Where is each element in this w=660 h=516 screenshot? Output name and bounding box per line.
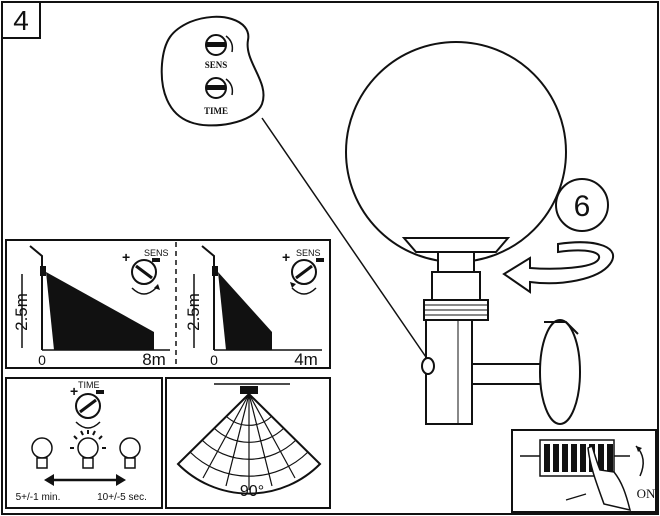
sens-dial-icon: + SENS: [122, 248, 169, 295]
time-dial-icon: [205, 77, 234, 99]
svg-text:+: +: [282, 249, 290, 265]
distance-label: 4m: [294, 350, 318, 369]
step-badge: 4: [1, 1, 41, 39]
on-label: ON: [637, 486, 656, 501]
sensor-head-icon: [240, 386, 258, 394]
range-arrow-icon: [44, 474, 126, 486]
angle-label: 90°: [240, 483, 264, 500]
bulb-icon: [31, 437, 53, 469]
callout-sens-label: SENS: [205, 60, 228, 70]
detection-zone-short: [218, 272, 272, 350]
svg-text:+: +: [122, 249, 130, 265]
motion-sensor-icon: [421, 357, 435, 375]
lamp-body: [421, 319, 473, 425]
svg-text:SENS: SENS: [296, 248, 321, 258]
callout-time-label: TIME: [204, 106, 228, 116]
detection-panel-long: 2.5m 0 8m + SENS: [12, 245, 170, 369]
step-number: 4: [13, 5, 29, 36]
detection-zone-long: [46, 272, 154, 350]
height-label: 2.5m: [184, 293, 203, 331]
lamp-globe: [345, 41, 567, 263]
next-step-badge: 6: [555, 178, 609, 232]
svg-text:SENS: SENS: [144, 248, 169, 258]
time-max-label: 10+/-5 sec.: [97, 492, 147, 503]
sens-dial-icon: + SENS: [282, 248, 324, 295]
detection-panel-short: 2.5m 0 4m + SENS: [184, 245, 324, 369]
origin-label: 0: [38, 352, 46, 368]
time-dial-label: TIME: [78, 380, 100, 390]
wall-bracket: [471, 319, 581, 425]
height-label: 2.5m: [12, 293, 31, 331]
rotate-arrow-icon: [502, 241, 615, 294]
dial-callout: SENS TIME: [160, 15, 265, 127]
lit-bulb-icon: [70, 430, 106, 469]
time-min-label: 5+/-1 min.: [16, 492, 61, 503]
svg-text:+: +: [70, 383, 78, 399]
callout-leader-line: [261, 117, 429, 361]
bulb-icon: [119, 437, 141, 469]
hand-icon: [565, 444, 632, 512]
time-dial-icon: [75, 393, 101, 429]
angle-panel: 90°: [165, 377, 331, 509]
next-step-number: 6: [574, 190, 591, 223]
time-panel: + TIME: [5, 377, 163, 509]
lamp-collar: [401, 237, 511, 321]
breaker-panel: ON: [511, 429, 657, 513]
origin-label: 0: [210, 352, 218, 368]
distance-label: 8m: [142, 350, 166, 369]
detection-fan-icon: [176, 392, 322, 495]
sens-dial-icon: [205, 34, 234, 56]
